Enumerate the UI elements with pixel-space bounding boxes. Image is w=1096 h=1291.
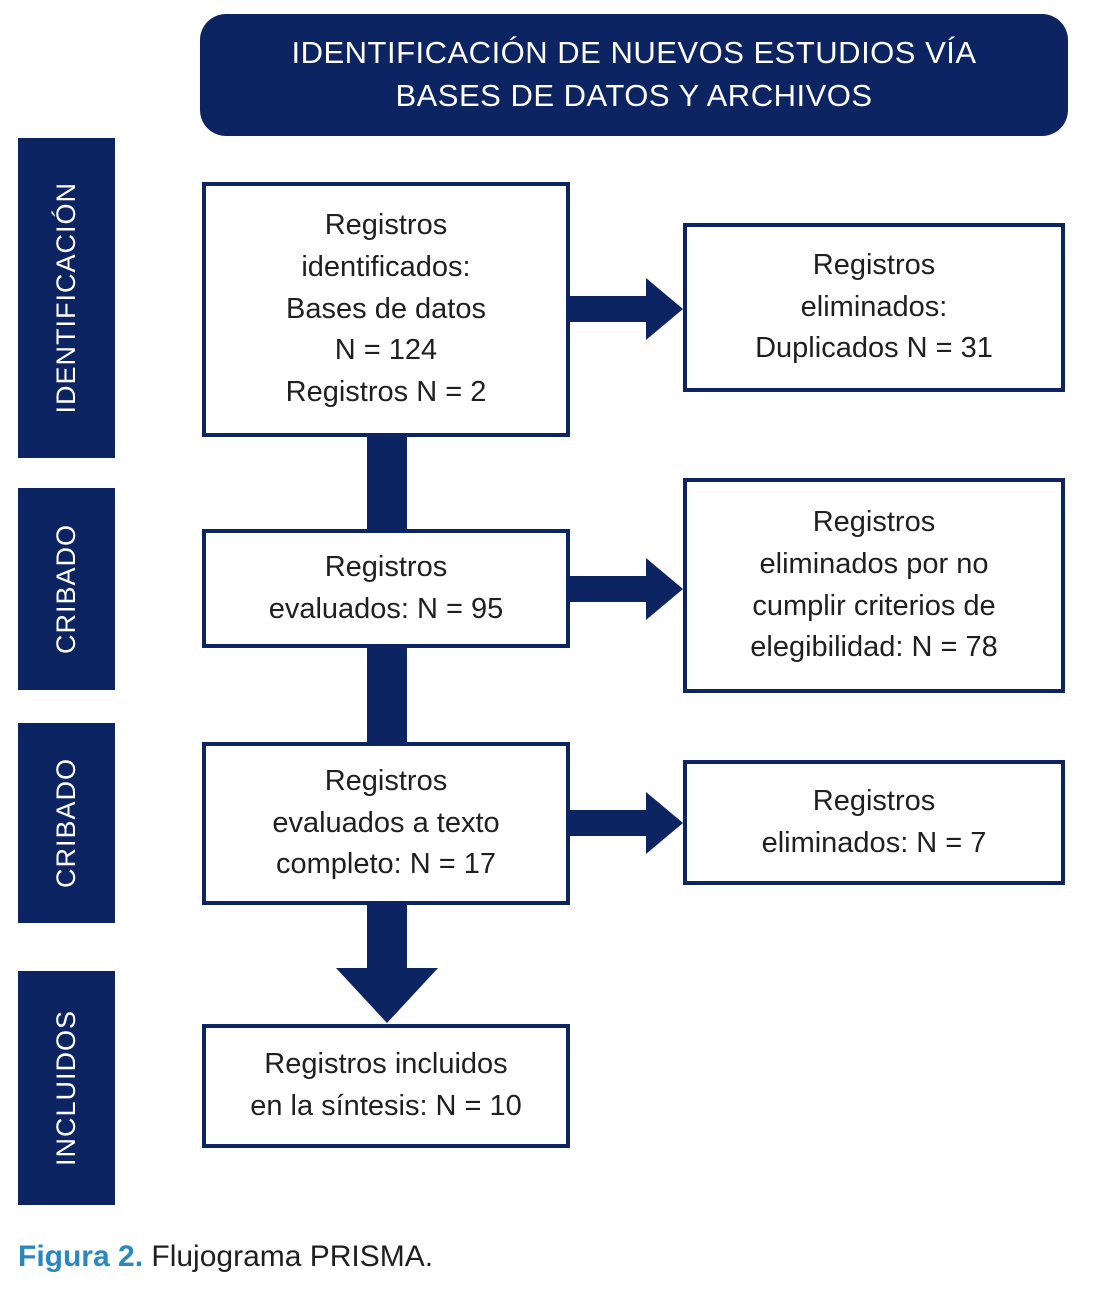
arrow-right-shaft-3 [570, 810, 647, 836]
stage-label-text: INCLUIDOS [51, 1009, 81, 1167]
flow-box-included: Registros incluidos en la síntesis: N = … [202, 1024, 570, 1148]
arrow-right-icon-1 [646, 278, 683, 340]
excluded-box-text: Registros eliminados: N = 7 [761, 784, 987, 859]
excluded-box-duplicates: Registros eliminados: Duplicados N = 31 [683, 223, 1065, 392]
flow-box-text: Registros evaluados a texto completo: N … [272, 764, 500, 881]
flow-box-text: Registros incluidos en la síntesis: N = … [250, 1048, 522, 1122]
connector-down-1 [367, 437, 407, 530]
arrow-right-shaft-2 [570, 576, 647, 602]
figure-caption-text: Flujograma PRISMA. [143, 1240, 434, 1273]
arrow-right-icon-3 [646, 792, 683, 854]
excluded-box-text: Registros eliminados por no cumplir crit… [750, 506, 998, 664]
stage-label-cribado-1: CRIBADO [18, 488, 115, 690]
diagram-header-title: IDENTIFICACIÓN DE NUEVOS ESTUDIOS VÍA BA… [291, 35, 977, 113]
flow-box-screened: Registros evaluados: N = 95 [202, 529, 570, 648]
figure-caption-label: Figura 2. [18, 1240, 144, 1273]
flow-box-text: Registros identificados: Bases de datos … [285, 209, 487, 409]
stage-label-cribado-2: CRIBADO [18, 723, 115, 923]
stage-label-text: CRIBADO [51, 523, 81, 655]
stage-label-text: CRIBADO [51, 757, 81, 889]
stage-label-text: IDENTIFICACIÓN [51, 182, 81, 414]
excluded-box-eligibility: Registros eliminados por no cumplir crit… [683, 478, 1065, 693]
excluded-box-text: Registros eliminados: Duplicados N = 31 [755, 248, 993, 365]
flow-box-identified: Registros identificados: Bases de datos … [202, 182, 570, 437]
figure-caption: Figura 2. Flujograma PRISMA. [18, 1240, 433, 1274]
connector-down-2 [367, 648, 407, 742]
flow-box-fulltext: Registros evaluados a texto completo: N … [202, 742, 570, 905]
arrow-down-shaft [367, 905, 407, 969]
diagram-header: IDENTIFICACIÓN DE NUEVOS ESTUDIOS VÍA BA… [200, 14, 1068, 136]
stage-label-incluidos: INCLUIDOS [18, 971, 115, 1205]
flow-box-text: Registros evaluados: N = 95 [268, 550, 504, 625]
arrow-right-icon-2 [646, 558, 683, 620]
stage-label-identificacion: IDENTIFICACIÓN [18, 138, 115, 458]
excluded-box-fulltext: Registros eliminados: N = 7 [683, 760, 1065, 885]
arrow-right-shaft-1 [570, 296, 647, 322]
arrow-down-icon [336, 968, 438, 1023]
